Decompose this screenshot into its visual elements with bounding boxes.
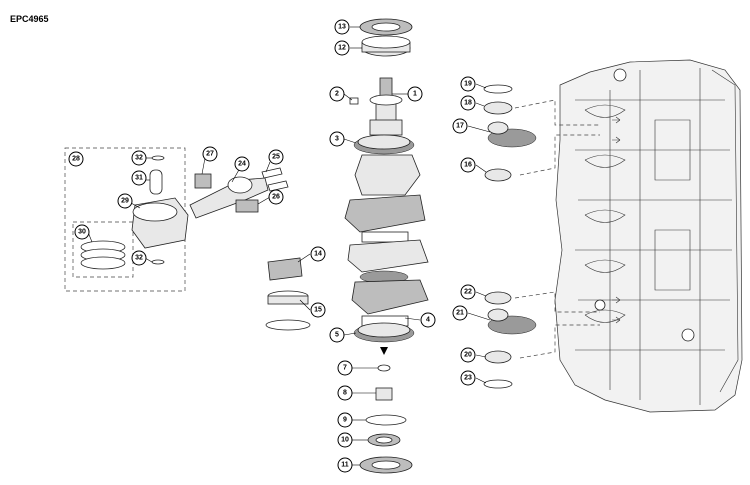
- svg-text:31: 31: [135, 175, 143, 182]
- svg-text:21: 21: [456, 310, 464, 317]
- svg-text:24: 24: [238, 161, 246, 168]
- svg-text:32: 32: [135, 255, 143, 262]
- bolt-25a: [261, 167, 283, 179]
- bearing-16: [484, 168, 512, 182]
- callout-18[interactable]: 18: [460, 95, 476, 111]
- piston-rod-group: [64, 147, 289, 292]
- document-id: EPC4965: [10, 14, 49, 24]
- ring-9: [365, 414, 407, 426]
- svg-text:9: 9: [343, 417, 347, 424]
- callout-21[interactable]: 21: [452, 305, 468, 321]
- svg-text:12: 12: [338, 45, 346, 52]
- callout-28[interactable]: 28: [68, 151, 84, 167]
- bearing-22: [484, 291, 512, 305]
- rod-bearing-parts: [265, 257, 311, 331]
- svg-text:22: 22: [464, 289, 472, 296]
- needle-bearing-27: [194, 173, 212, 189]
- svg-text:27: 27: [206, 151, 214, 158]
- callout-12[interactable]: 12: [334, 40, 350, 56]
- callouts: 13 12 1 2 3 4 5 7 8 9 10 11 14 15 19 18 …: [68, 19, 476, 473]
- wrist-pin-31: [149, 169, 163, 195]
- upper-balance-gear-stack: [483, 84, 537, 182]
- callout-32-bottom[interactable]: 32: [131, 250, 147, 266]
- crankshaft-assembly: [344, 18, 429, 474]
- callout-26[interactable]: 26: [268, 189, 284, 205]
- svg-text:15: 15: [314, 307, 322, 314]
- pin-2: [349, 97, 359, 105]
- svg-text:4: 4: [426, 317, 430, 324]
- callout-29[interactable]: 29: [117, 193, 133, 209]
- callout-31[interactable]: 31: [131, 170, 147, 186]
- svg-text:32: 32: [135, 155, 143, 162]
- svg-text:7: 7: [343, 365, 347, 372]
- callout-27[interactable]: 27: [202, 146, 218, 162]
- callout-25[interactable]: 25: [268, 149, 284, 165]
- callout-16[interactable]: 16: [460, 157, 476, 173]
- svg-text:1: 1: [413, 91, 417, 98]
- callout-22[interactable]: 22: [460, 284, 476, 300]
- callout-20[interactable]: 20: [460, 347, 476, 363]
- svg-text:10: 10: [341, 437, 349, 444]
- ring-23: [483, 379, 513, 389]
- needle-bearing-26: [235, 199, 259, 213]
- callout-14[interactable]: 14: [310, 246, 326, 262]
- engine-block: [554, 59, 743, 413]
- bolt-25b: [267, 180, 289, 192]
- bearing-18: [483, 101, 513, 115]
- callout-1[interactable]: 1: [407, 86, 423, 102]
- callout-11[interactable]: 11: [337, 457, 353, 473]
- svg-text:20: 20: [464, 352, 472, 359]
- svg-text:8: 8: [343, 390, 347, 397]
- callout-24[interactable]: 24: [234, 156, 250, 172]
- svg-text:29: 29: [121, 198, 129, 205]
- block-dashed-leaders: [514, 99, 600, 359]
- bearing-cage-14: [267, 257, 303, 281]
- bushing-8: [375, 387, 393, 401]
- svg-text:18: 18: [464, 100, 472, 107]
- svg-text:25: 25: [272, 154, 280, 161]
- callout-10[interactable]: 10: [337, 432, 353, 448]
- callout-19[interactable]: 19: [460, 76, 476, 92]
- callout-4[interactable]: 4: [420, 312, 436, 328]
- callout-32-top[interactable]: 32: [131, 150, 147, 166]
- callout-30[interactable]: 30: [74, 224, 90, 240]
- callout-3[interactable]: 3: [329, 131, 345, 147]
- svg-text:16: 16: [464, 162, 472, 169]
- svg-text:5: 5: [335, 332, 339, 339]
- callout-8[interactable]: 8: [337, 385, 353, 401]
- svg-text:23: 23: [464, 375, 472, 382]
- callout-13[interactable]: 13: [334, 19, 350, 35]
- svg-text:2: 2: [335, 91, 339, 98]
- bearing-20: [484, 350, 512, 364]
- callout-9[interactable]: 9: [337, 412, 353, 428]
- callout-5[interactable]: 5: [329, 327, 345, 343]
- svg-text:17: 17: [456, 123, 464, 130]
- callout-2[interactable]: 2: [329, 86, 345, 102]
- callout-17[interactable]: 17: [452, 118, 468, 134]
- svg-text:28: 28: [72, 156, 80, 163]
- washer-7: [377, 364, 391, 372]
- callout-15[interactable]: 15: [310, 302, 326, 318]
- svg-text:19: 19: [464, 81, 472, 88]
- callout-23[interactable]: 23: [460, 370, 476, 386]
- svg-text:30: 30: [78, 229, 86, 236]
- svg-text:14: 14: [314, 251, 322, 258]
- svg-text:26: 26: [272, 194, 280, 201]
- leader-lines: [87, 26, 491, 466]
- lower-balance-gear-stack: [483, 291, 537, 389]
- group-box-30: [72, 221, 134, 278]
- callout-7[interactable]: 7: [337, 360, 353, 376]
- ring-19: [483, 84, 513, 94]
- svg-text:11: 11: [341, 462, 349, 469]
- svg-text:13: 13: [338, 24, 346, 31]
- svg-text:3: 3: [335, 136, 339, 143]
